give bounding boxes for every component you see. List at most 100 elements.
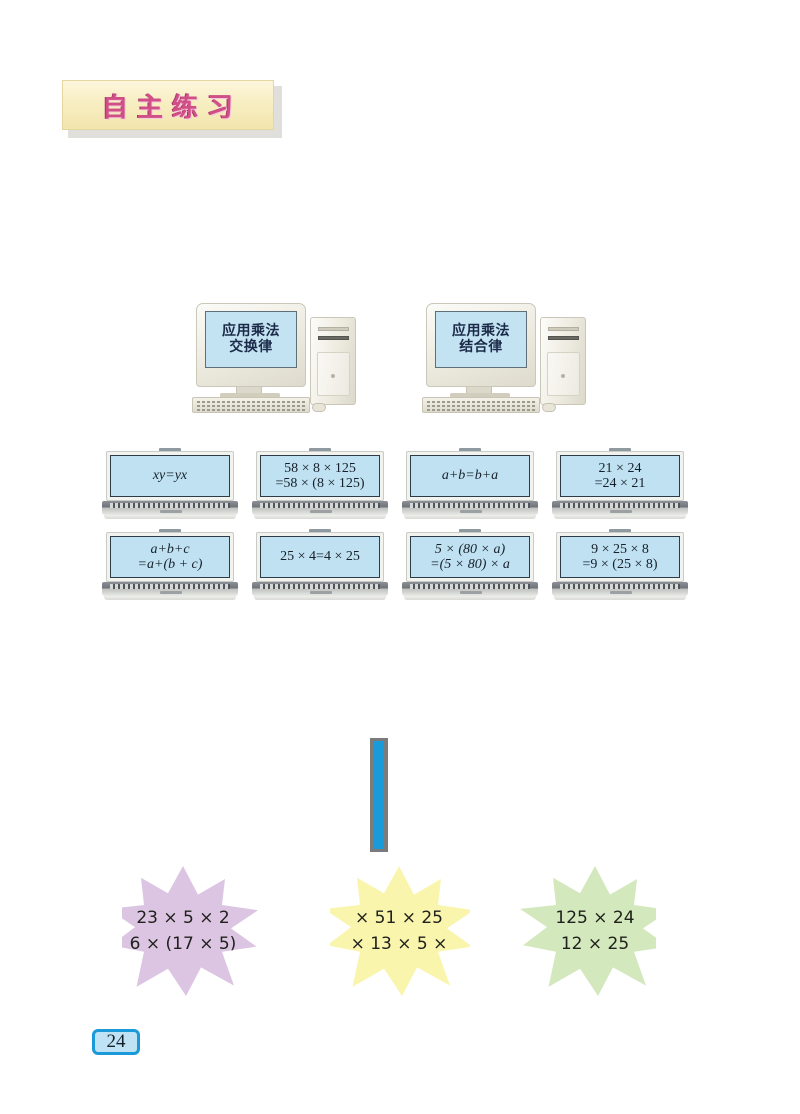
computer-tower (540, 317, 586, 405)
laptop-foot (104, 596, 236, 600)
laptop-r2c1[interactable]: a+b+c =a+(b + c) (102, 529, 238, 605)
laptop-r1c3[interactable]: a+b=b+a (402, 448, 538, 524)
star-expression-line: × 13 × 5 × (350, 934, 448, 954)
crt-monitor-screen: 应用乘法 结合律 (435, 311, 527, 368)
laptop-touchpad (310, 591, 332, 594)
star-purple[interactable]: 23 × 5 × 2 6 × (17 × 5) (122, 866, 258, 996)
laptop-keyboard (110, 503, 230, 508)
laptop-touchpad (460, 591, 482, 594)
laptop-r2c2[interactable]: 25 × 4=4 × 25 (252, 529, 388, 605)
laptop-keyboard (260, 584, 380, 589)
laptop-lid: 25 × 4=4 × 25 (256, 532, 384, 582)
expression-line: 58 × 8 × 125 (284, 460, 356, 476)
star-expression-line: 23 × 5 × 2 (136, 907, 230, 928)
laptop-touchpad (610, 510, 632, 513)
desktop-computer-associative: 应用乘法 结合律 (422, 303, 597, 415)
expression-line: =24 × 21 (594, 476, 646, 491)
keyboard-row (427, 405, 535, 407)
laptop-hinge (309, 448, 331, 452)
laptop-r2c4[interactable]: 9 × 25 × 8 =9 × (25 × 8) (552, 529, 688, 605)
star-expression-line: 125 × 24 (555, 907, 635, 928)
tower-drive-slot-bottom (318, 336, 349, 340)
laptop-base (102, 582, 238, 596)
laptop-base (102, 501, 238, 515)
laptop-foot (554, 596, 686, 600)
laptop-lid: 9 × 25 × 8 =9 × (25 × 8) (556, 532, 684, 582)
star-clip-green: 125 × 24 12 × 25 (520, 866, 656, 998)
page-number-badge: 24 (92, 1029, 140, 1055)
laptop-screen: 21 × 24 =24 × 21 (560, 455, 680, 497)
star-green[interactable]: 125 × 24 12 × 25 (520, 866, 656, 996)
laptop-foot (554, 515, 686, 519)
laptop-screen: 25 × 4=4 × 25 (260, 536, 380, 578)
section-title-banner: 自主练习 (62, 80, 282, 138)
laptop-hinge (159, 529, 181, 533)
keyboard-row (197, 409, 305, 411)
star-clip-yellow: × 51 × 25 × 13 × 5 × (330, 866, 470, 998)
expression-line: a+b=b+a (441, 468, 499, 484)
crt-monitor-body: 应用乘法 交换律 (196, 303, 306, 387)
laptop-base (402, 582, 538, 596)
star-expression-line: × 51 × 25 (355, 907, 443, 928)
laptop-r1c4[interactable]: 21 × 24 =24 × 21 (552, 448, 688, 524)
laptop-r2c3[interactable]: 5 × (80 × a) =(5 × 80) × a (402, 529, 538, 605)
keyboard-row (197, 405, 305, 407)
star-expression-line: 6 × (17 × 5) (129, 934, 237, 954)
expression-line: 9 × 25 × 8 (591, 541, 649, 557)
laptop-hinge (609, 448, 631, 452)
desktop-computer-commutative: 应用乘法 交换律 (192, 303, 367, 415)
keyboard-row (197, 401, 305, 403)
laptop-hinge (459, 529, 481, 533)
laptop-screen: 5 × (80 × a) =(5 × 80) × a (410, 536, 530, 578)
laptop-r1c2[interactable]: 58 × 8 × 125 =58 × (8 × 125) (252, 448, 388, 524)
desktop-keyboard (422, 397, 540, 413)
laptop-keyboard (410, 503, 530, 508)
laptop-touchpad (460, 510, 482, 513)
desktop-mouse (542, 403, 556, 412)
laptop-screen: 58 × 8 × 125 =58 × (8 × 125) (260, 455, 380, 497)
laptop-screen: xy=yx (110, 455, 230, 497)
crt-screen-line-2: 交换律 (229, 338, 273, 355)
blue-vertical-bar (370, 738, 388, 852)
star-yellow[interactable]: × 51 × 25 × 13 × 5 × (330, 866, 470, 996)
expression-line: =(5 × 80) × a (430, 557, 510, 572)
laptop-hinge (309, 529, 331, 533)
tower-power-led (331, 374, 335, 378)
laptop-r1c1[interactable]: xy=yx (102, 448, 238, 524)
laptop-lid: xy=yx (106, 451, 234, 501)
tower-drive-slot-bottom (548, 336, 579, 340)
monitor-base (220, 393, 280, 398)
tower-power-led (561, 374, 565, 378)
laptop-lid: 21 × 24 =24 × 21 (556, 451, 684, 501)
laptop-foot (404, 515, 536, 519)
laptop-lid: 58 × 8 × 125 =58 × (8 × 125) (256, 451, 384, 501)
laptop-keyboard (560, 503, 680, 508)
laptop-touchpad (160, 591, 182, 594)
crt-screen-line-2: 结合律 (459, 338, 503, 355)
computer-tower (310, 317, 356, 405)
section-title-text: 自主练习 (101, 92, 242, 123)
star-clip-purple: 23 × 5 × 2 6 × (17 × 5) (122, 866, 272, 998)
laptop-hinge (459, 448, 481, 452)
laptop-base (252, 501, 388, 515)
laptop-keyboard (410, 584, 530, 589)
laptop-touchpad (310, 510, 332, 513)
page-number-text: 24 (106, 1031, 126, 1052)
star-expression-line: 12 × 25 (560, 934, 630, 954)
laptop-foot (104, 515, 236, 519)
laptop-keyboard (110, 584, 230, 589)
laptop-hinge (609, 529, 631, 533)
expression-line: xy=yx (152, 468, 188, 484)
crt-monitor-screen: 应用乘法 交换律 (205, 311, 297, 368)
expression-line: a+b+c (150, 541, 190, 557)
laptop-screen: a+b=b+a (410, 455, 530, 497)
laptop-keyboard (260, 503, 380, 508)
expression-line: =58 × (8 × 125) (275, 476, 365, 491)
laptop-foot (404, 596, 536, 600)
laptop-foot (254, 515, 386, 519)
monitor-base (450, 393, 510, 398)
banner-plate: 自主练习 (62, 80, 274, 130)
crt-monitor-body: 应用乘法 结合律 (426, 303, 536, 387)
laptop-foot (254, 596, 386, 600)
laptop-hinge (159, 448, 181, 452)
